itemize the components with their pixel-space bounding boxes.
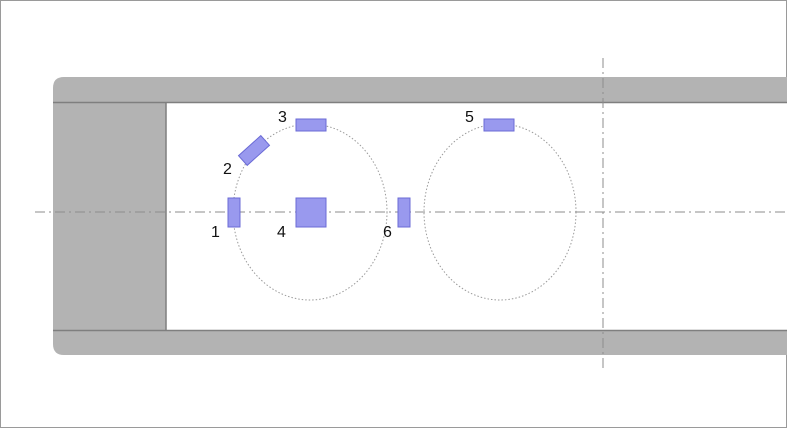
label-2: 2 — [223, 161, 232, 178]
element-5 — [483, 118, 515, 132]
label-1: 1 — [211, 224, 220, 241]
label-5: 5 — [465, 109, 474, 126]
element-3 — [295, 118, 327, 132]
element-2 — [237, 134, 271, 167]
label-3: 3 — [278, 109, 287, 126]
label-6: 6 — [383, 224, 392, 241]
interior-cavity — [166, 103, 787, 330]
element-6 — [397, 197, 411, 228]
label-4: 4 — [277, 224, 286, 241]
element-1 — [227, 197, 241, 228]
element-4 — [295, 197, 327, 228]
